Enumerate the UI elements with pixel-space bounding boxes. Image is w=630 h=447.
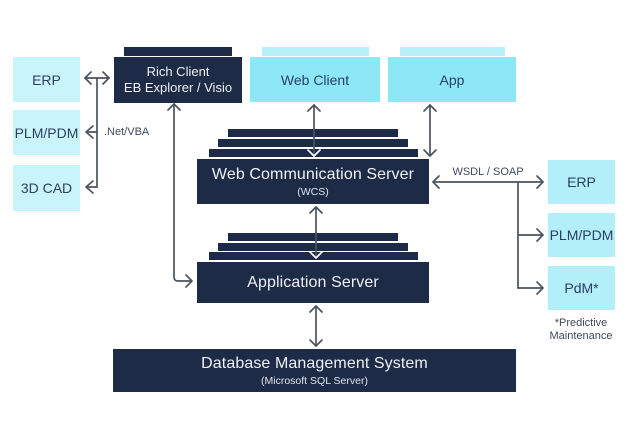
pdm-footnote-line1: *Predictive — [554, 317, 608, 329]
left-system-erp-label: ERP — [32, 71, 61, 88]
rich-client-box: Rich Client EB Explorer / Visio — [114, 57, 242, 103]
app-topbar — [400, 47, 505, 56]
dbms-title: Database Management System — [201, 354, 428, 372]
pdm-footnote-line2: Maintenance — [549, 330, 613, 342]
rich-client-subtitle: EB Explorer / Visio — [123, 80, 233, 95]
arrow-erp-richclient — [84, 71, 110, 85]
wcs-stack-bar-1 — [228, 129, 398, 137]
arrow-left-trunk — [85, 77, 98, 194]
wcs-title: Web Communication Server — [211, 165, 415, 183]
arrow-right-trunk — [517, 181, 544, 295]
rich-client-topbar — [124, 47, 232, 56]
wcs-box: Web Communication Server (WCS) — [197, 159, 429, 204]
appserver-stack-bar-3 — [209, 252, 418, 260]
wcs-stack-bar-2 — [218, 139, 408, 147]
right-system-erp: ERP — [548, 160, 615, 204]
appserver-stack-bar-1 — [228, 233, 398, 241]
pdm-footnote: *Predictive Maintenance — [536, 317, 626, 343]
arrow-app-wcs — [423, 104, 437, 157]
wcs-stack-bar-3 — [209, 149, 418, 157]
right-system-pdm-label: PdM* — [564, 280, 599, 296]
right-system-erp-label: ERP — [567, 174, 596, 190]
right-system-pdm: PdM* — [548, 266, 615, 310]
arrow-richclient-appserver — [167, 103, 193, 288]
arrow-appserver-dbms — [309, 305, 323, 347]
appserver-stack-bar-2 — [218, 243, 408, 251]
web-client-title: Web Client — [280, 71, 350, 88]
left-system-3d-cad: 3D CAD — [13, 165, 80, 211]
net-vba-label: .Net/VBA — [104, 126, 150, 138]
web-client-box: Web Client — [250, 57, 380, 102]
right-system-plm-pdm: PLM/PDM — [548, 213, 615, 257]
rich-client-title: Rich Client — [146, 64, 210, 79]
dbms-subtitle: (Microsoft SQL Server) — [261, 374, 368, 387]
left-system-erp: ERP — [13, 57, 80, 102]
wsdl-soap-label: WSDL / SOAP — [452, 166, 524, 178]
left-system-plm-pdm-label: PLM/PDM — [14, 124, 79, 141]
right-system-plm-pdm-label: PLM/PDM — [549, 227, 614, 243]
left-system-3d-cad-label: 3D CAD — [20, 180, 73, 196]
app-box: App — [388, 57, 516, 102]
app-title: App — [439, 71, 465, 88]
left-system-plm-pdm: PLM/PDM — [13, 110, 80, 155]
application-server-title: Application Server — [247, 273, 379, 291]
wcs-subtitle: (WCS) — [297, 185, 329, 198]
web-client-topbar — [262, 47, 369, 56]
dbms-box: Database Management System (Microsoft SQ… — [113, 349, 516, 392]
application-server-box: Application Server — [197, 262, 429, 303]
